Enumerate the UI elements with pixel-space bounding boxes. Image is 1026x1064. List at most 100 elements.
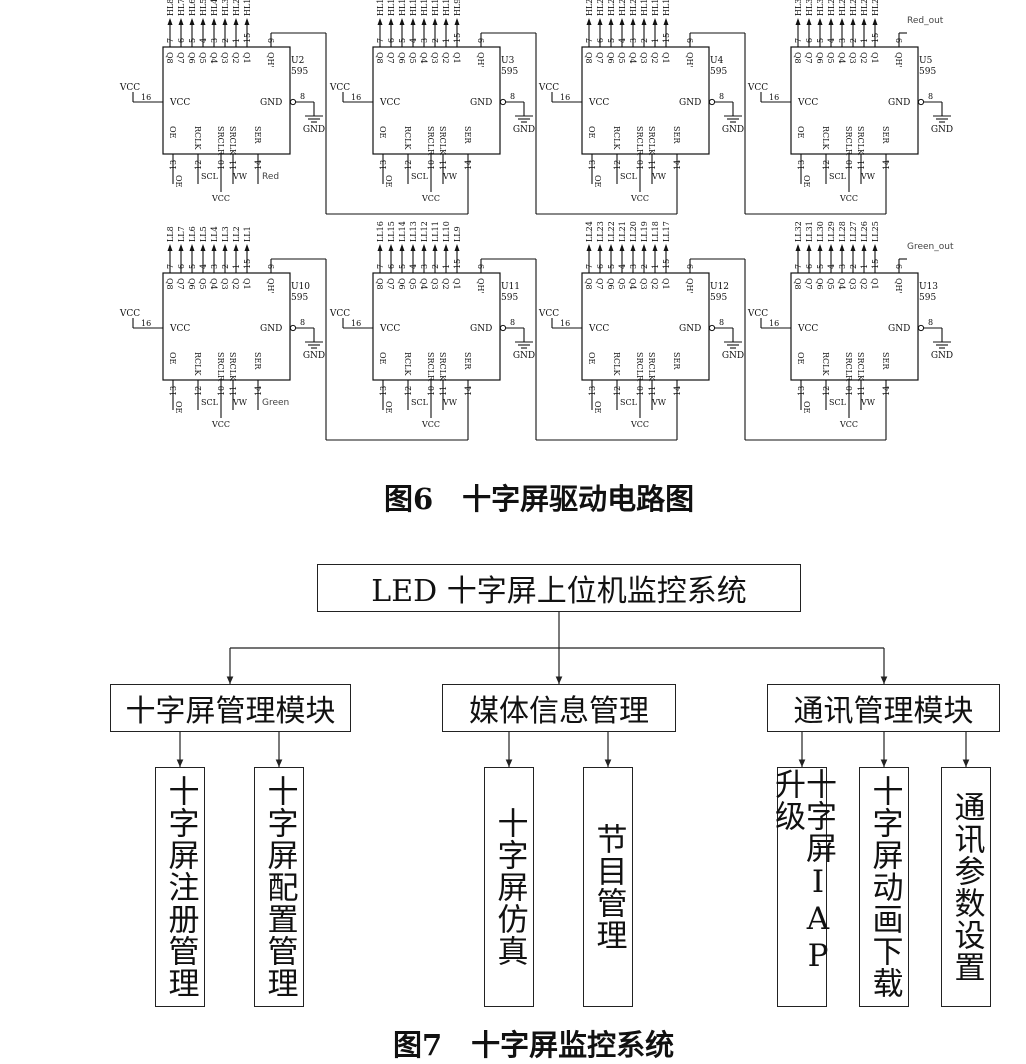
- output-pin-name: Q2: [859, 278, 868, 290]
- chip-body: [581, 272, 710, 381]
- output-pin-name: Q8: [165, 52, 174, 64]
- vcc-pin-name: VCC: [588, 324, 609, 334]
- module-screen-management: 十字屏管理模块: [110, 684, 351, 732]
- gnd-pin-number: 8: [300, 92, 305, 101]
- gnd-pin-bubble: [917, 98, 925, 106]
- vcc-supply-label: VCC: [538, 83, 559, 93]
- vw-net-label: VW: [651, 172, 667, 181]
- srclr-vcc-label: VCC: [211, 420, 230, 429]
- output-net-label: HL2: [232, 0, 241, 16]
- output-pin-number: 1: [232, 38, 241, 43]
- output-pin-name: Q6: [815, 52, 824, 64]
- output-net-label: LL6: [188, 226, 197, 242]
- control-pin-name: OE: [168, 352, 177, 365]
- output-net-label: LL30: [816, 221, 825, 242]
- qh-pin-number: 9: [477, 264, 486, 269]
- output-arrow: [410, 18, 416, 25]
- output-net-label: HL16: [376, 0, 385, 16]
- output-net-label: HL29: [827, 0, 836, 16]
- control-pin-number: 11: [857, 160, 866, 170]
- control-pin-number: 13: [379, 160, 388, 170]
- output-pin-name: Q5: [617, 278, 626, 290]
- output-pin-name: Q8: [165, 278, 174, 290]
- control-pin-name: SRCLR: [216, 126, 225, 156]
- vcc-pin-name: VCC: [379, 98, 400, 108]
- vcc-supply-label: VCC: [329, 83, 350, 93]
- control-pin-number: 13: [797, 386, 806, 396]
- oe-net-label: OE: [802, 401, 811, 414]
- output-pin-number: 4: [409, 264, 418, 269]
- output-pin-number: 15: [243, 33, 252, 43]
- chip-ref: U2: [291, 56, 304, 66]
- output-arrow: [388, 18, 394, 25]
- output-pin-name: Q1: [661, 52, 670, 64]
- gnd-pin-number: 8: [719, 318, 724, 327]
- control-pin-name: SRCLK: [647, 126, 656, 156]
- output-arrow: [619, 244, 625, 251]
- output-arrow: [200, 18, 206, 25]
- output-arrow: [244, 244, 250, 251]
- output-arrow: [663, 244, 669, 251]
- output-arrow: [641, 244, 647, 251]
- control-pin-name: RCLK: [193, 126, 202, 150]
- output-pin-number: 15: [453, 33, 462, 43]
- output-pin-name: Q8: [793, 52, 802, 64]
- control-pin-number: 10: [217, 386, 226, 396]
- module-media-management: 媒体信息管理: [442, 684, 676, 732]
- output-arrow: [233, 18, 239, 25]
- leaf-program-management: 节目管理: [583, 767, 633, 1007]
- vcc-supply-label: VCC: [119, 83, 140, 93]
- vcc-supply-label: VCC: [329, 309, 350, 319]
- output-net-label: LL24: [585, 221, 594, 242]
- output-arrow: [454, 18, 460, 25]
- gnd-pin-number: 8: [510, 92, 515, 101]
- vcc-pin-number: 16: [351, 319, 361, 328]
- output-pin-name: Q2: [859, 52, 868, 64]
- chip-body: [581, 46, 710, 155]
- ground-label: GND: [303, 351, 325, 361]
- output-pin-name: Q3: [639, 278, 648, 290]
- serial-input-net: Red: [262, 172, 279, 182]
- output-net-label: HL28: [838, 0, 847, 16]
- chip-body: [372, 272, 501, 381]
- output-net-label: LL25: [871, 221, 880, 242]
- output-pin-number: 2: [640, 38, 649, 43]
- chip-ref: U4: [710, 56, 724, 66]
- output-arrow: [597, 244, 603, 251]
- output-pin-number: 15: [662, 33, 671, 43]
- output-pin-number: 3: [838, 38, 847, 43]
- control-pin-name: RCLK: [193, 352, 202, 376]
- output-net-label: LL20: [629, 221, 638, 242]
- output-net-label: LL4: [210, 226, 219, 242]
- output-pin-number: 7: [794, 38, 803, 43]
- output-arrow: [244, 18, 250, 25]
- leaf-screen-simulation: 十字屏仿真: [484, 767, 534, 1007]
- output-arrow: [432, 244, 438, 251]
- output-net-label: LL12: [420, 221, 429, 242]
- qh-pin-name: QH': [266, 278, 275, 294]
- control-pin-number: 13: [588, 386, 597, 396]
- output-net-label: HL8: [166, 0, 175, 16]
- output-net-label: HL6: [188, 0, 197, 16]
- output-net-label: LL28: [838, 221, 847, 242]
- output-net-label: HL20: [629, 0, 638, 16]
- vcc-supply-label: VCC: [747, 309, 768, 319]
- vw-net-label: VW: [860, 172, 876, 181]
- control-pin-number: 14: [254, 160, 263, 170]
- gnd-pin-name: GND: [679, 324, 701, 334]
- control-pin-number: 13: [169, 386, 178, 396]
- output-arrow: [839, 244, 845, 251]
- scl-net-label: SCL: [201, 398, 219, 407]
- output-net-label: LL19: [640, 221, 649, 242]
- gnd-pin-number: 8: [300, 318, 305, 327]
- control-pin-name: OE: [796, 352, 805, 365]
- output-arrow: [641, 18, 647, 25]
- output-pin-number: 2: [431, 264, 440, 269]
- output-pin-number: 5: [816, 38, 825, 43]
- control-pin-name: OE: [796, 126, 805, 139]
- output-pin-name: Q7: [386, 52, 395, 64]
- output-pin-number: 1: [860, 38, 869, 43]
- output-pin-name: Q2: [231, 278, 240, 290]
- output-net-label: HL10: [442, 0, 451, 16]
- output-pin-name: Q5: [408, 278, 417, 290]
